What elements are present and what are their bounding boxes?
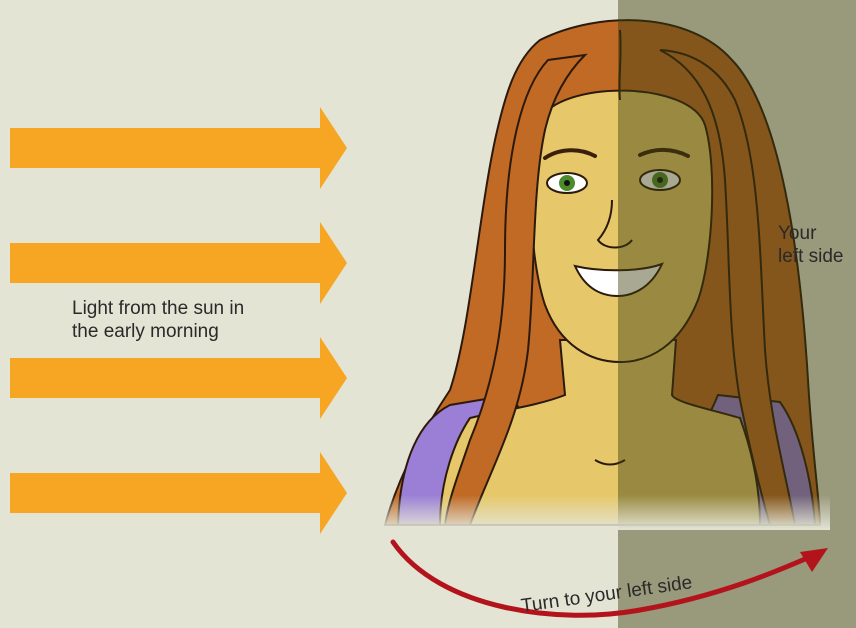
sunlight-arrow-2: [10, 222, 347, 304]
left-side-label: Your left side: [778, 222, 856, 268]
sunlight-label-line-2: the early morning: [72, 320, 322, 343]
bottom-fade: [380, 495, 830, 530]
sunlight-label: Light from the sun in the early morning: [72, 297, 322, 343]
left-side-label-line-2: left side: [778, 245, 856, 268]
eye-left: [547, 173, 587, 193]
sunlight-label-line-1: Light from the sun in: [72, 297, 322, 320]
sunlight-arrow-4: [10, 452, 347, 534]
shadow-side: [618, 0, 856, 628]
left-side-label-line-1: Your: [778, 222, 856, 245]
sunlight-arrow-1: [10, 107, 347, 189]
sunlight-arrow-3: [10, 337, 347, 419]
girl-illustration: [380, 0, 856, 628]
